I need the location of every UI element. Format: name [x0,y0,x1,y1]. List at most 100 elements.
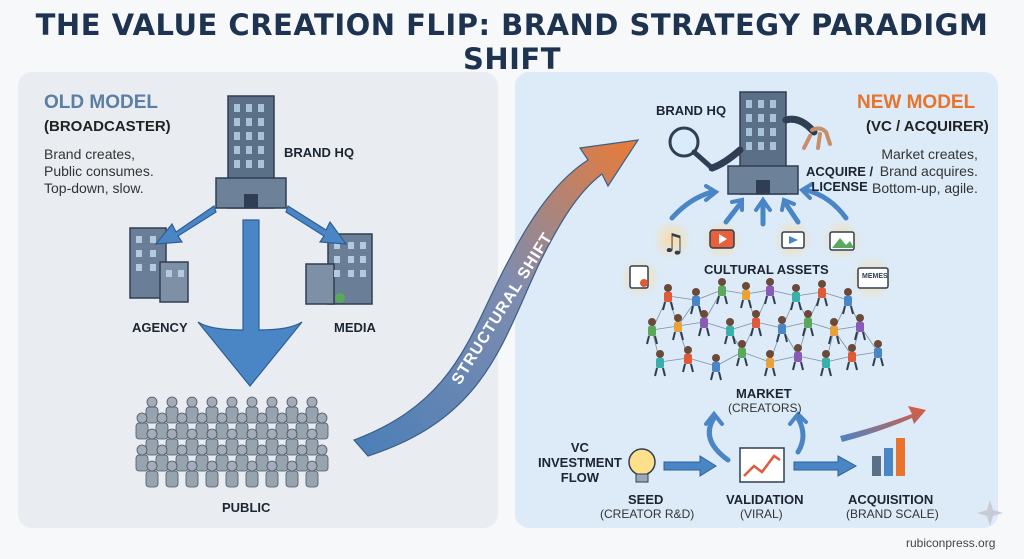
creator-figure-icon [690,288,702,315]
person-figure-icon [215,412,229,440]
person-figure-icon [305,396,319,424]
person-figure-icon [255,444,269,472]
creator-figure-icon [646,318,658,345]
person-figure-icon [295,412,309,440]
network-link [769,289,797,297]
new-model-title: NEW MODEL [857,92,976,113]
person-figure-icon [175,412,189,440]
creator-figure-icon [764,278,776,305]
person-figure-icon [265,460,279,488]
public-label: PUBLIC [222,500,271,515]
acquisition-bar-chart-icon [872,438,905,476]
person-figure-icon [225,396,239,424]
person-figure-icon [215,444,229,472]
creator-figure-icon [716,278,728,305]
market-sublabel: (CREATORS) [728,401,802,415]
person-figure-icon [265,396,279,424]
old-desc-line-3: Top-down, slow. [44,180,144,196]
person-figure-icon [155,444,169,472]
acquire-license-label: ACQUIRE / LICENSE [806,164,873,194]
creator-figure-icon [792,344,804,371]
person-figure-icon [165,428,179,456]
network-link [821,291,849,301]
network-link [833,325,861,331]
market-label: MARKET [736,386,792,401]
footer-url: rubiconpress.org [906,536,996,550]
person-figure-icon [175,444,189,472]
old-desc-line-2: Public consumes. [44,163,154,179]
old-flow-arrows [154,205,348,387]
person-figure-icon [145,428,159,456]
network-link [715,351,743,367]
acquire-line-2: LICENSE [811,179,868,194]
person-figure-icon [145,460,159,488]
public-crowd-icon [135,396,329,488]
network-link [651,325,679,331]
person-figure-icon [285,460,299,488]
person-figure-icon [305,428,319,456]
person-figure-icon [185,460,199,488]
creator-figure-icon [854,314,866,341]
memes-sign-icon [857,267,889,289]
vc-flow-label: VC INVESTMENT FLOW [538,440,622,485]
creator-figure-icon [790,284,802,311]
creator-figure-icon [710,354,722,381]
person-figure-icon [305,460,319,488]
media-label: MEDIA [334,320,376,335]
creator-figure-icon [654,350,666,377]
person-figure-icon [275,444,289,472]
person-figure-icon [245,396,259,424]
network-link [687,357,717,367]
creator-figure-icon [828,318,840,345]
network-link [729,321,757,331]
person-figure-icon [205,460,219,488]
growth-arrow [840,406,926,442]
person-figure-icon [185,396,199,424]
creator-figure-icon [846,344,858,371]
new-model-subtitle: (VC / ACQUIRER) [866,118,989,135]
person-figure-icon [185,428,199,456]
person-figure-icon [195,412,209,440]
person-figure-icon [255,412,269,440]
cultural-asset-icons: ♫ [620,220,894,300]
new-hq-building-icon [727,91,799,195]
person-figure-icon [315,444,329,472]
person-figure-icon [155,412,169,440]
validation-label: VALIDATION [726,492,804,507]
grabbing-hand-icon [782,115,832,150]
network-link [807,321,835,331]
validation-up-arrows [704,410,808,463]
network-link [677,321,705,327]
person-figure-icon [235,444,249,472]
network-link [695,289,723,301]
vc-line-1: VC [570,440,589,455]
creator-figure-icon [662,284,674,311]
creator-figure-icon [724,318,736,345]
acquisition-label: ACQUISITION [848,492,934,507]
new-desc-line-1: Market creates, [881,146,978,162]
person-figure-icon [295,444,309,472]
person-figure-icon [145,396,159,424]
creator-figure-icon [820,350,832,377]
person-figure-icon [165,396,179,424]
lightbulb-icon [628,448,656,483]
old-model-subtitle: (BROADCASTER) [44,118,171,135]
vc-line-2: INVESTMENT [538,455,622,470]
creator-figure-icon [842,288,854,315]
person-figure-icon [225,428,239,456]
person-figure-icon [245,428,259,456]
old-hq-building-icon [215,95,287,209]
person-figure-icon [315,412,329,440]
creator-figure-icon [736,340,748,367]
creator-figure-icon [740,282,752,309]
creator-figure-icon [682,346,694,373]
media-building-icon [305,233,373,305]
creator-figure-icon [872,340,884,367]
vc-flow-arrows [663,455,858,477]
new-hq-label: BRAND HQ [656,103,727,118]
creator-figure-icon [816,280,828,307]
acquire-line-1: ACQUIRE / [806,164,874,179]
person-figure-icon [165,460,179,488]
person-figure-icon [225,460,239,488]
person-figure-icon [205,428,219,456]
